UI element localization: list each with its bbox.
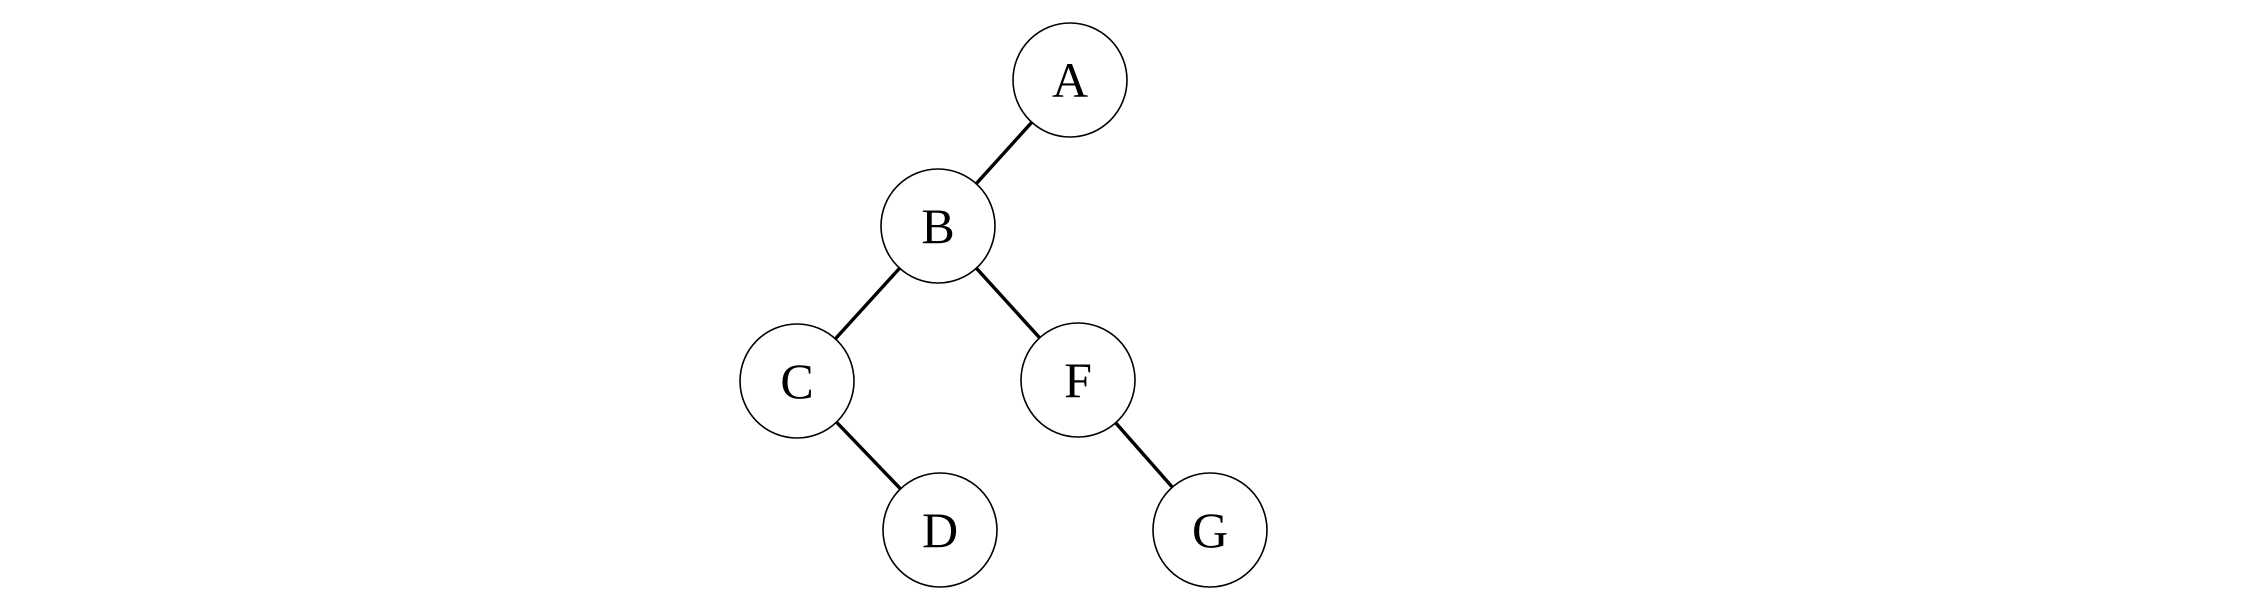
- node-label-C: C: [780, 353, 813, 409]
- tree-node-B: B: [880, 168, 996, 284]
- tree-node-G: G: [1152, 472, 1268, 588]
- node-label-B: B: [921, 198, 954, 254]
- tree-node-C: C: [739, 323, 855, 439]
- node-circle-A: [1012, 22, 1128, 138]
- node-circle-G: [1152, 472, 1268, 588]
- node-label-F: F: [1064, 352, 1092, 408]
- tree-node-D: D: [882, 472, 998, 588]
- node-circle-C: [739, 323, 855, 439]
- node-label-D: D: [922, 502, 958, 558]
- node-circle-F: [1020, 322, 1136, 438]
- node-circle-B: [880, 168, 996, 284]
- tree-node-F: F: [1020, 322, 1136, 438]
- node-label-G: G: [1192, 502, 1228, 558]
- tree-node-A: A: [1012, 22, 1128, 138]
- node-circle-D: [882, 472, 998, 588]
- node-label-A: A: [1052, 52, 1088, 108]
